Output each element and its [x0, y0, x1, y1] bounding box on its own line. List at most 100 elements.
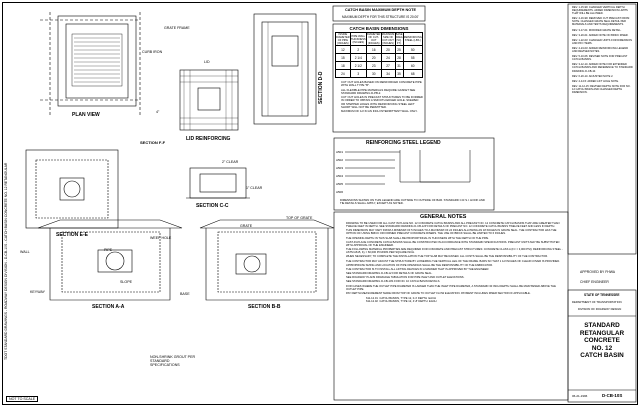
revision-note: REV. 4-16-99: REMOVED CUT PRECAST FROM N…: [572, 17, 630, 27]
pay-item-unit: EACH: [429, 300, 437, 304]
pipe-callout: PIPE: [104, 248, 113, 252]
drawing-date: 06-21-1996: [572, 394, 588, 398]
grate-callout: GRATE: [240, 224, 253, 228]
section-e-e-label: SECTION E-E: [56, 232, 88, 238]
dim-cell: 55: [402, 53, 424, 62]
section-c-c-label: SECTION C-C: [196, 203, 229, 209]
title-line: CATCH BASIN: [580, 352, 624, 360]
general-note: CAST-IN-PLACE CONCRETE CATCH BASINS SHAL…: [346, 240, 560, 247]
title-line: CONCRETE: [584, 337, 620, 345]
curb-iron-callout: CURB IRON: [142, 50, 163, 54]
revision-note: REV. 1-22-03: CHANGED UNITS FOR DIMENSIO…: [572, 38, 633, 45]
revision-list: REV. 1-15-99: CHANGED VERTICAL DEPTH REQ…: [572, 6, 634, 94]
bar-mark: A505: [336, 182, 344, 186]
dim-cell: 28: [394, 53, 404, 62]
dim-cell: 24: [380, 53, 396, 62]
dim-cell: 60: [402, 61, 424, 70]
non-shrink-grout-callout: NON-SHRINK GROUT PER STANDARD SPECIFICAT…: [150, 355, 196, 367]
pay-item-unit: EACH: [428, 296, 436, 300]
section-a-a-label: SECTION A-A: [92, 304, 125, 310]
lid-callout: LID: [204, 60, 210, 64]
dim-cell: 25: [394, 45, 404, 54]
bar-mark: A503: [336, 166, 344, 170]
bar-mark: A501: [336, 150, 344, 154]
approved-by-fhwa: APPROVED BY FHWA: [580, 270, 616, 274]
dimensions-note: MAXIMUM OF 1/2 IN AN INCH INTERMITTENT W…: [341, 109, 418, 114]
pay-item-desc: CATCH BASINS, TYPE 12, 0-4' DEPTH: [379, 296, 428, 300]
reinforcing-legend-title: REINFORCING STEEL LEGEND: [366, 140, 441, 146]
dimensions-table: INSIDE DIAMETER OF PIPE (INCHES) PIPE WA…: [335, 32, 424, 78]
dim-header: PIPE WALL THICKNESS (INCHES): [349, 32, 367, 46]
general-note: FOR CASES WHERE THE OUTLET PIPE DIAMETER…: [346, 284, 556, 291]
general-note: SEE STANDARD DRAWING D-CB-10S FOR NO. 10…: [346, 280, 441, 284]
general-notes-title: GENERAL NOTES: [420, 214, 467, 220]
dim-cell: 2: [349, 45, 367, 54]
chief-engineer: CHIEF ENGINEER: [580, 280, 609, 284]
depth-note-text: MAXIMUM DEPTH FOR THIS STRUCTURE IS 20.0…: [342, 15, 419, 19]
dimensions-note: CUT OUT HOLES IN PRECAST STRUCTURES TO B…: [341, 95, 423, 110]
general-note: THE OPENING DEPTH IN THIS SLAB SHALL BE …: [346, 236, 489, 240]
dim-cell: 35: [394, 69, 404, 78]
dim-cell: 15: [335, 53, 351, 62]
department-name: DEPARTMENT OF TRANSPORTATION: [572, 300, 622, 304]
revision-note: REV. 1-15-99: CHANGED VERTICAL DEPTH REQ…: [572, 6, 628, 16]
general-note: THE CONTRACTOR IS TO INSTALL ALL LIFTING…: [346, 267, 490, 271]
wall-callout: WALL: [20, 250, 30, 254]
dim-cell: 30: [365, 69, 382, 78]
dim-header: INSIDE DIAMETER OF PIPE (INCHES): [335, 32, 351, 46]
pay-item-code: 611-12.01: [366, 296, 378, 300]
dim-cell: 2 1/4: [349, 53, 367, 62]
plan-view-label: PLAN VIEW: [72, 112, 100, 118]
dim-header: DIAMETER OF CUT-OUT (INCHES): [365, 32, 382, 46]
general-note: SEE STANDARD DRAWING D-CB-12 FOR DETAILS…: [346, 272, 433, 276]
general-note: DRAWING TO BE USED FOR ALL CAST IN PLACE…: [346, 222, 560, 229]
sheet-number: D-CB-10S: [602, 393, 623, 398]
bar-clear-callout: 2" CLEAR: [222, 160, 239, 164]
catch-basin-dimensions: CATCH BASIN DIMENSIONS INSIDE DIAMETER O…: [335, 26, 424, 114]
revision-note: REV. 5-10-06: REVISED NOTE FOR PRECAST C…: [572, 55, 628, 62]
dim-cell: 34: [380, 69, 396, 78]
revision-note: REV. 4-24-03: ADDED REINFORCING LEGEND A…: [572, 46, 629, 54]
weep-hole-callout: WEEP HOLE: [150, 236, 172, 240]
grate-frame-callout: GRATE FRAME: [164, 26, 190, 30]
base-callout: BASE: [180, 292, 190, 296]
title-line: NO. 12: [591, 344, 613, 352]
pay-item-code: 611-12.02: [366, 300, 378, 304]
pay-item-row: 611-12.02 CATCH BASINS, TYPE 12, 4'-8' D…: [366, 300, 564, 303]
dim-cell: 27: [380, 61, 396, 70]
dim-cell: 12: [335, 45, 351, 54]
general-note: APPROPRIATE SIZING AND LOCATION OF PIPE …: [346, 263, 493, 267]
dim-header: MAXIMUM SIZE OF CUT-OUT (INCHES): [380, 32, 396, 46]
dim-cell: 3: [349, 69, 367, 78]
drawing-title: STANDARD RETANGULAR CONCRETE NO. 12 CATC…: [568, 322, 636, 360]
dim-cell: 2 1/2: [349, 61, 367, 70]
section-b-b-label: SECTION B-B: [248, 304, 281, 310]
general-note: THIS DIMENSION MAY VARY FROM A MINIMUM O…: [346, 229, 557, 236]
not-to-scale-stamp: NOT TO SCALE: [6, 396, 39, 402]
dim-cell: 20: [365, 53, 382, 62]
min-clear-callout: 1" CLEAR: [246, 186, 263, 190]
general-note: WHEN NECESSARY, TO COMPLETE THE INSTALLA…: [346, 255, 548, 259]
revision-note: REV. 3-12-14: ADDED NOTE FOR EXTENDED CA…: [572, 63, 633, 73]
pay-item-row: 611-12.01 CATCH BASINS, TYPE 12, 0-4' DE…: [366, 297, 564, 300]
bar-mark: A502: [336, 158, 344, 162]
dimensions-note: ALL FLEXIBLE PIPE MATERIALS REQUIRE GASK…: [341, 87, 416, 95]
pay-item-desc: CATCH BASINS, TYPE 12, 4'-8' DEPTH: [379, 300, 428, 304]
section-f-f-label: SECTION F-F: [140, 140, 166, 145]
dimensions-title: CATCH BASIN DIMENSIONS: [349, 26, 409, 31]
revision-note: REV. 3-17-01: MODIFIED GRATE DETAIL.: [572, 28, 622, 32]
dimensions-note: CUT OUT HOLES BASED ON REINFORCED CONCRE…: [341, 80, 422, 88]
bar-mark: A506: [336, 190, 344, 194]
general-note: PAY DEPTH MEASUREMENT MADE FROM TOP OF G…: [346, 291, 531, 295]
general-notes-list: DRAWING TO BE USED FOR ALL CAST IN PLACE…: [346, 222, 564, 303]
general-note: THE FOLLOWING MATERIAL PROPERTIES ARE RE…: [346, 248, 563, 255]
top-of-grate-callout: TOP OF GRATE: [286, 216, 313, 220]
dim-header: BASE AREA (SQ. FT.): [394, 32, 404, 46]
dim-header: REINFORCING STEEL (LBS.): [402, 32, 424, 46]
